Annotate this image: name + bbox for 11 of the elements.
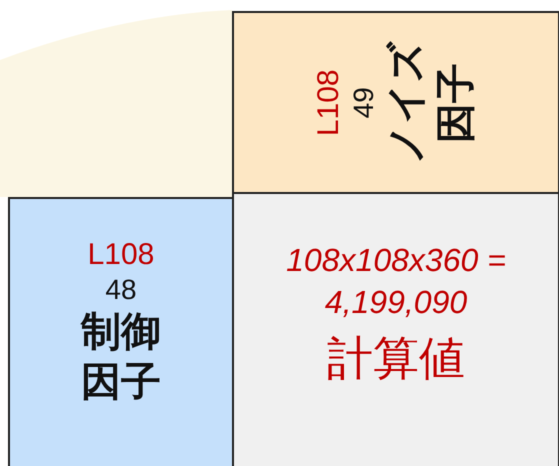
array-code: L108 — [88, 237, 154, 274]
result-box — [232, 192, 559, 466]
calculation-formula: 108x108x360 = 4,199,090 — [286, 241, 506, 322]
factor-label: ノイズ因子 — [382, 40, 479, 164]
factor-box — [8, 197, 234, 466]
factor-label: 制御因子 — [79, 308, 162, 406]
array-code: L108 — [311, 69, 346, 136]
result-label: 計算値 — [327, 331, 465, 386]
factor-count: 48 — [105, 273, 137, 307]
factor-box — [232, 11, 559, 194]
factor-count: 49 — [347, 86, 380, 118]
